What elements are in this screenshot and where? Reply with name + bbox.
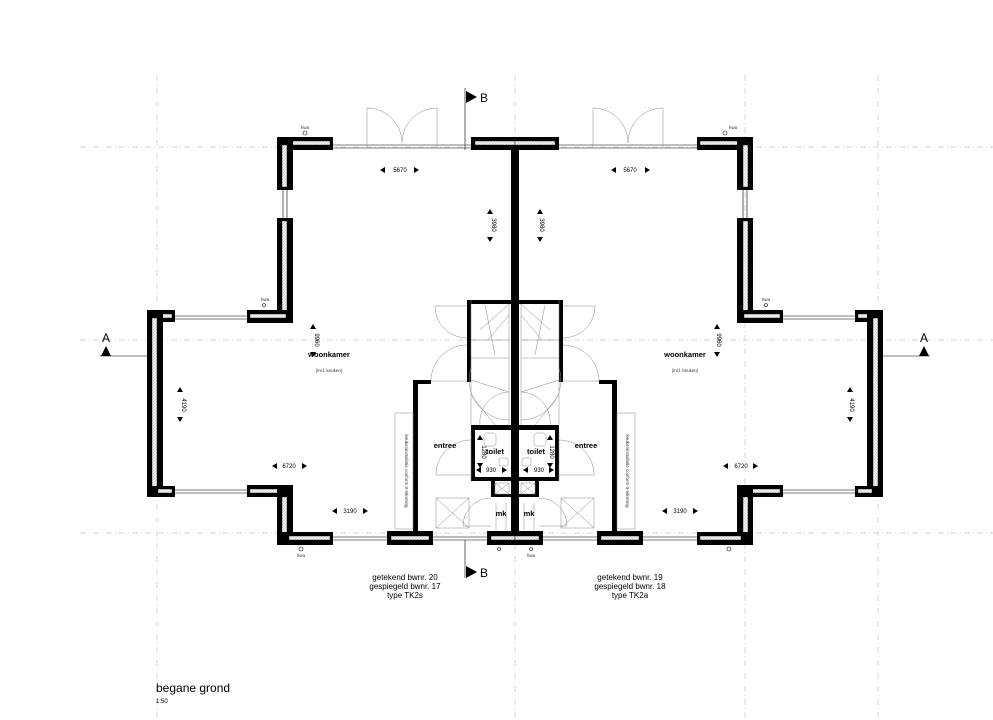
caption-line-1: getekend bwnr. 19: [597, 573, 663, 582]
section-b-bottom: B: [480, 566, 488, 580]
section-a-left: A: [102, 331, 110, 345]
dim-front-width: 3190: [343, 509, 357, 515]
hwa-label: hwa: [527, 553, 536, 558]
dim-stair-depth: 3980: [490, 218, 496, 232]
hwa-label: hwa: [301, 125, 310, 130]
dim-top-width: 5670: [623, 168, 637, 174]
caption-line-3: type TK2a: [612, 591, 649, 600]
dim-bay-width: 6720: [282, 464, 296, 470]
room-note: (incl. keuken): [316, 368, 343, 373]
dim-bay-width: 6720: [734, 464, 748, 470]
left-unit-labels: woonkamer (incl. keuken) entree toilet m…: [180, 168, 507, 600]
caption-line-2: gespiegeld bwnr. 18: [594, 582, 666, 591]
kitchen-note: keukeninstallatie conform 0-tekening: [404, 434, 409, 508]
room-entree: entree: [575, 441, 598, 450]
drawing-scale: 1:50: [156, 699, 168, 705]
kitchen-note: keukeninstallatie conform 0-tekening: [625, 434, 630, 508]
section-b-bottom-flag-icon: [466, 566, 477, 578]
hwa-label: hwa: [762, 297, 771, 302]
downspout-labels: hwa hwa hwa hwa hwa hwa: [261, 125, 771, 558]
section-a-right: A: [920, 331, 928, 345]
room-note: (incl. keuken): [672, 368, 699, 373]
dim-top-width: 5670: [393, 168, 407, 174]
dim-bay-depth: 4190: [848, 398, 854, 412]
right-unit-plan: [497, 107, 884, 552]
hwa-label: hwa: [729, 125, 738, 130]
caption-line-1: getekend bwnr. 20: [372, 573, 438, 582]
grid-lines: [80, 75, 993, 720]
caption-line-3: type TK2s: [387, 591, 423, 600]
room-mk: mk: [496, 509, 508, 518]
room-mk: mk: [524, 509, 536, 518]
room-toilet: toilet: [527, 447, 545, 456]
section-a-left-arrow-icon: [101, 346, 111, 356]
hwa-label: hwa: [297, 553, 306, 558]
right-unit-labels: woonkamer (incl. keuken) entree toilet m…: [524, 168, 854, 600]
section-b-top: B: [480, 91, 488, 105]
left-unit-plan: [146, 107, 533, 552]
dim-room-depth: 9960: [313, 333, 319, 347]
dim-stair-depth: 3980: [538, 218, 544, 232]
dim-room-depth: 9960: [715, 333, 721, 347]
dim-toilet-depth: 1280: [548, 445, 554, 459]
dim-toilet-width: 930: [486, 468, 497, 474]
hwa-label: hwa: [261, 297, 270, 302]
dim-toilet-width: 930: [534, 468, 545, 474]
dim-bay-depth: 4190: [180, 398, 186, 412]
section-b-top-flag-icon: [466, 91, 477, 103]
section-a-right-arrow-icon: [919, 346, 929, 356]
room-toilet: toilet: [486, 447, 504, 456]
room-woonkamer: woonkamer: [663, 350, 706, 359]
room-woonkamer: woonkamer: [307, 350, 350, 359]
dim-front-width: 3190: [673, 509, 687, 515]
caption-line-2: gespiegeld bwnr. 17: [369, 582, 441, 591]
dim-toilet-depth: 1280: [480, 445, 486, 459]
drawing-title: begane grond: [156, 681, 230, 695]
room-entree: entree: [434, 441, 457, 450]
section-markers: B B A A: [100, 88, 930, 580]
